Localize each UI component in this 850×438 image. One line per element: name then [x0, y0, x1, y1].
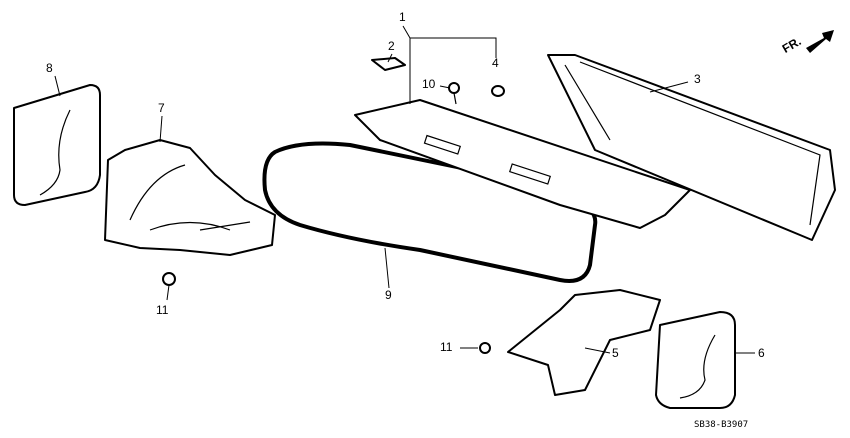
- callout-10: 10: [422, 77, 436, 91]
- part-11-clip: [162, 272, 176, 286]
- callout-11-left: 11: [156, 303, 169, 317]
- front-arrow-icon: [806, 30, 834, 53]
- drawing-code: SB38-B3907: [694, 420, 749, 430]
- callout-9: 9: [385, 288, 392, 302]
- callout-5: 5: [612, 346, 619, 360]
- part-1-rear-shelf: [354, 99, 691, 229]
- part-11-clip: [479, 342, 491, 354]
- part-2-bracket: [371, 57, 406, 71]
- part-6-side-panel: [655, 311, 736, 409]
- part-4-grommet: [491, 85, 505, 97]
- part-8-side-panel: [13, 84, 101, 206]
- callout-4: 4: [492, 56, 499, 70]
- callout-6: 6: [758, 346, 765, 360]
- part-10-screw: [448, 82, 460, 94]
- callout-2: 2: [388, 39, 395, 53]
- callout-1: 1: [399, 10, 406, 24]
- callout-7: 7: [158, 101, 165, 115]
- part-5-trunk-side-lining: [507, 289, 661, 396]
- callout-11-right: 11: [440, 340, 453, 354]
- callout-8: 8: [46, 61, 53, 75]
- part-7-trunk-side-lining: [104, 139, 276, 256]
- part-3-rear-trim: [547, 54, 836, 241]
- leader-lines: [54, 25, 755, 354]
- callout-3: 3: [694, 72, 701, 86]
